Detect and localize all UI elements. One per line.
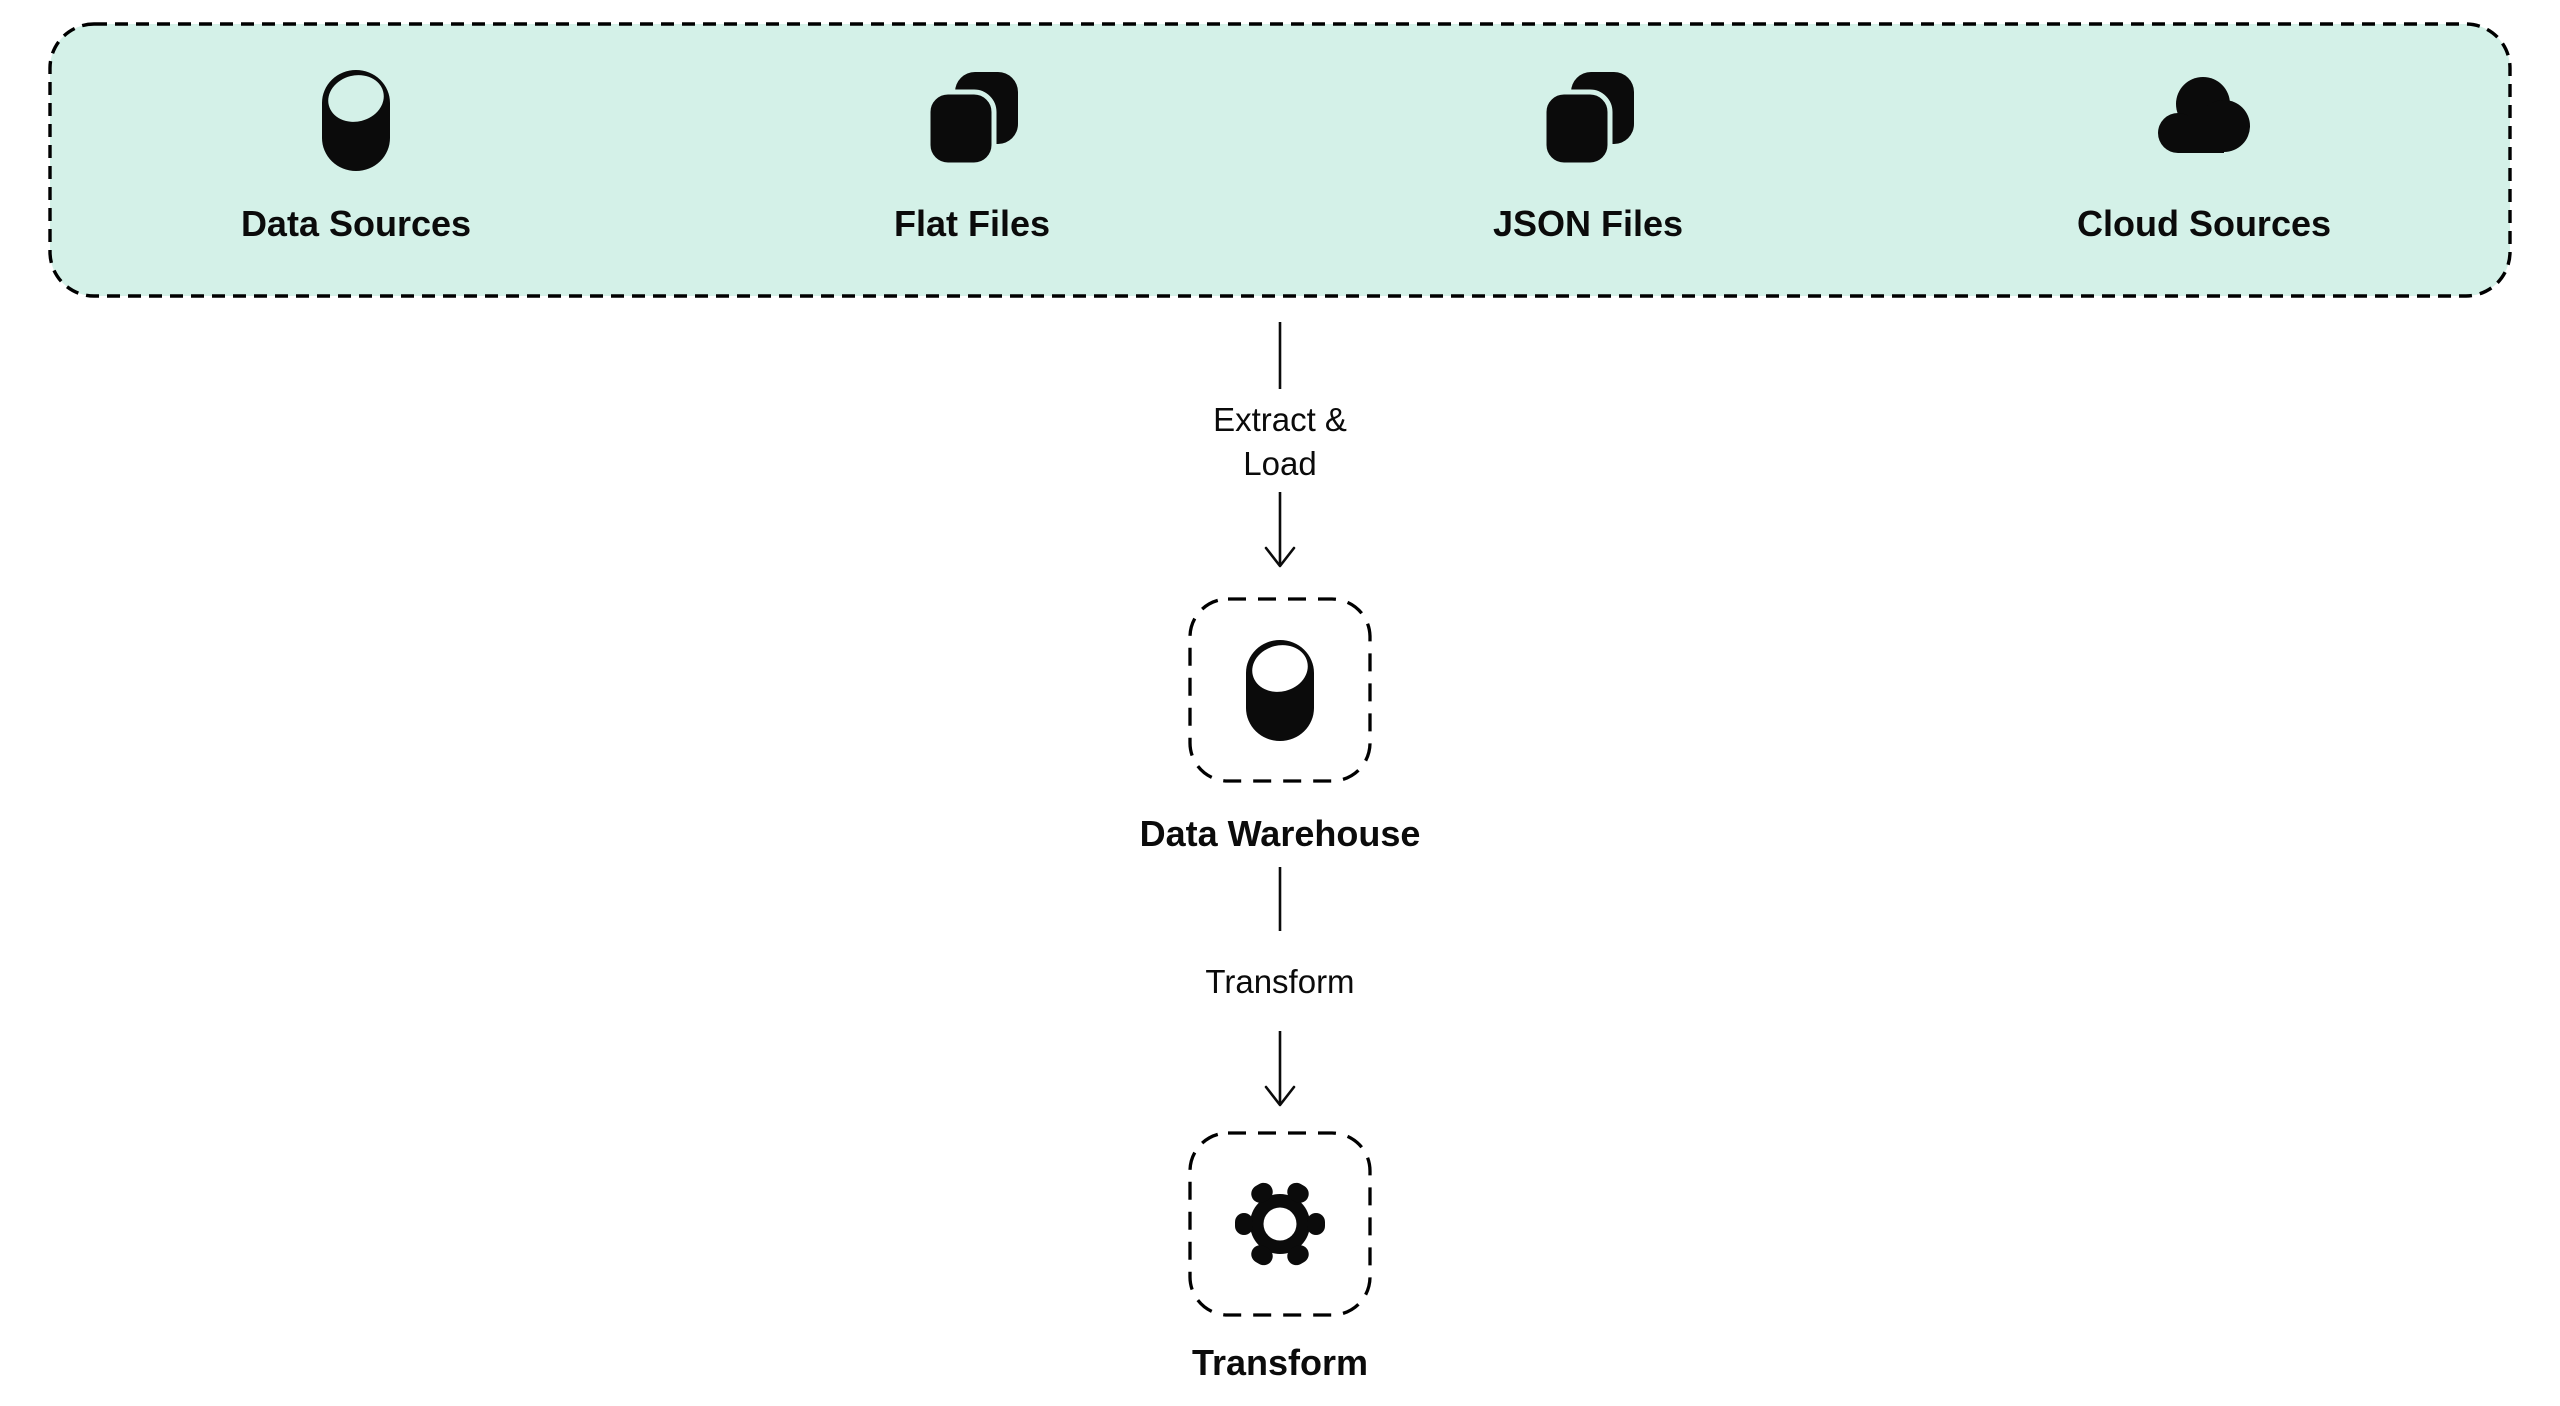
source-label: Cloud Sources [2076,203,2332,244]
node-data-warehouse [1188,597,1372,783]
database-icon [1246,639,1314,741]
node-label-data-warehouse: Data Warehouse [1139,813,1421,854]
source-item-cloud-sources: Cloud Sources [1896,70,2512,298]
icon-box [2157,70,2252,182]
gear-icon [1235,1182,1325,1266]
edge-label-transform: Transform [1205,963,1355,1000]
source-label: JSON Files [1492,203,1684,244]
arrowhead-icon [1264,546,1296,568]
source-label: Flat Files [893,203,1051,244]
node-dashed-border [1188,597,1372,783]
node-transform [1188,1131,1372,1317]
node-icon-wrap [1246,639,1314,741]
icon-box [322,70,390,182]
source-item-json-files: JSON Files [1280,70,1896,298]
data-sources-group: Data Sources Flat Files [48,22,2512,298]
source-label: Data Sources [240,203,472,244]
node-label-transform: Transform [1191,1342,1369,1383]
icon-box [1541,70,1636,182]
sources-group-dashed-border [48,22,2512,298]
source-item-flat-files: Flat Files [664,70,1280,298]
sources-items-row: Data Sources Flat Files [48,22,2512,298]
edge-label-extract-load: Extract & Load [1213,401,1347,482]
node-icon-wrap [1233,1177,1327,1271]
arrowhead-icon [1264,1085,1296,1107]
source-item-data-sources: Data Sources [48,70,664,298]
files-icon [925,72,1018,167]
database-icon [322,70,390,171]
icon-box [925,70,1020,182]
files-icon [1541,72,1634,167]
cloud-icon [2157,77,2250,153]
